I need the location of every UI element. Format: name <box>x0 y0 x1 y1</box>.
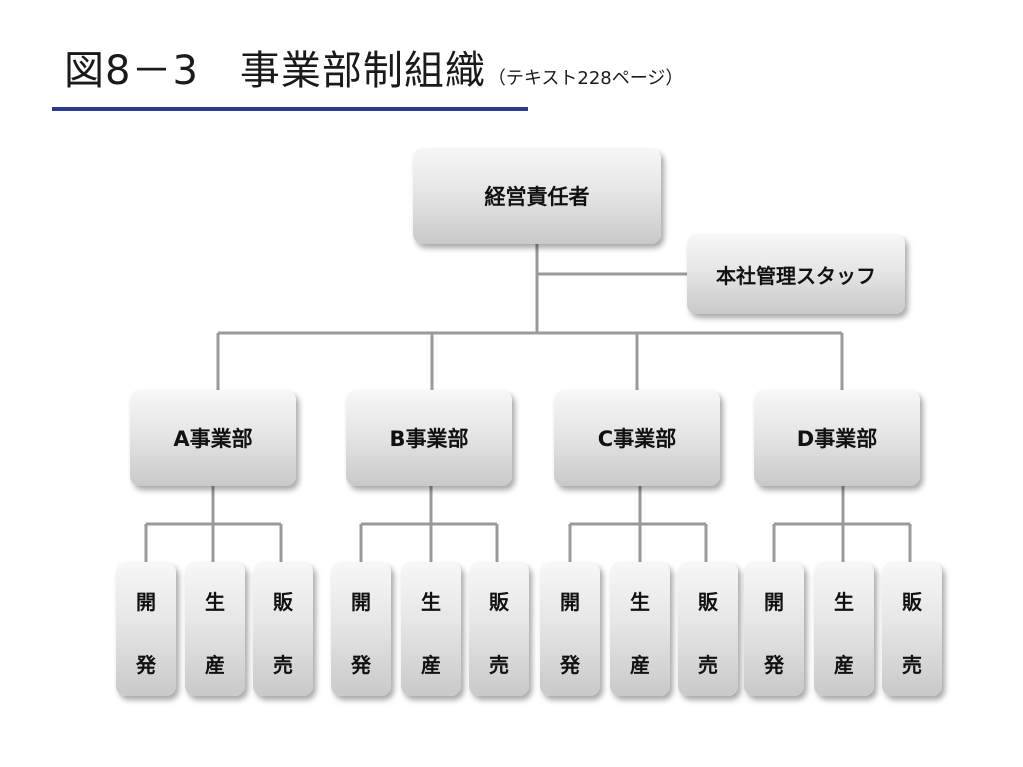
division-label: A事業部 <box>173 427 253 451</box>
title-underline <box>52 107 528 111</box>
function-char: 開 <box>351 590 371 614</box>
function-char: 開 <box>136 590 156 614</box>
function-char: 販 <box>273 590 293 614</box>
function-box-b-production: 生 産 <box>401 562 461 696</box>
slide-title-subtitle: （テキスト228ページ） <box>487 68 684 89</box>
division-box-d: D事業部 <box>754 390 920 486</box>
function-char: 産 <box>630 653 650 677</box>
staff-box: 本社管理スタッフ <box>687 234 905 314</box>
division-box-c: C事業部 <box>554 390 720 486</box>
slide-title-main: 図8－3 事業部制組織 <box>64 48 486 94</box>
function-char: 産 <box>421 653 441 677</box>
slide-title: 図8－3 事業部制組織（テキスト228ページ） <box>64 38 683 96</box>
function-box-b-sales: 販 売 <box>469 562 529 696</box>
function-char: 販 <box>489 590 509 614</box>
function-box-d-sales: 販 売 <box>882 562 942 696</box>
executive-box: 経営責任者 <box>413 148 661 244</box>
division-box-a: A事業部 <box>130 390 296 486</box>
function-char: 生 <box>421 590 441 614</box>
function-char: 売 <box>489 653 509 677</box>
function-box-a-development: 開 発 <box>116 562 176 696</box>
division-label: D事業部 <box>796 427 878 451</box>
function-box-c-sales: 販 売 <box>678 562 738 696</box>
function-box-c-production: 生 産 <box>610 562 670 696</box>
function-box-a-production: 生 産 <box>185 562 245 696</box>
function-char: 発 <box>351 653 371 677</box>
function-char: 生 <box>834 590 854 614</box>
function-char: 開 <box>764 590 784 614</box>
staff-label: 本社管理スタッフ <box>716 263 876 288</box>
division-label: B事業部 <box>389 427 469 451</box>
function-box-d-production: 生 産 <box>814 562 874 696</box>
function-char: 産 <box>834 653 854 677</box>
executive-label: 経営責任者 <box>484 185 590 209</box>
function-char: 生 <box>205 590 225 614</box>
function-char: 生 <box>630 590 650 614</box>
function-char: 販 <box>698 590 718 614</box>
function-char: 販 <box>902 590 922 614</box>
function-char: 発 <box>560 653 580 677</box>
function-char: 売 <box>902 653 922 677</box>
function-char: 発 <box>136 653 156 677</box>
function-box-a-sales: 販 売 <box>253 562 313 696</box>
function-char: 発 <box>764 653 784 677</box>
division-label: C事業部 <box>597 427 677 451</box>
function-box-c-development: 開 発 <box>540 562 600 696</box>
function-char: 売 <box>698 653 718 677</box>
function-char: 産 <box>205 653 225 677</box>
division-box-b: B事業部 <box>346 390 512 486</box>
function-box-d-development: 開 発 <box>744 562 804 696</box>
function-box-b-development: 開 発 <box>331 562 391 696</box>
function-char: 売 <box>273 653 293 677</box>
function-char: 開 <box>560 590 580 614</box>
